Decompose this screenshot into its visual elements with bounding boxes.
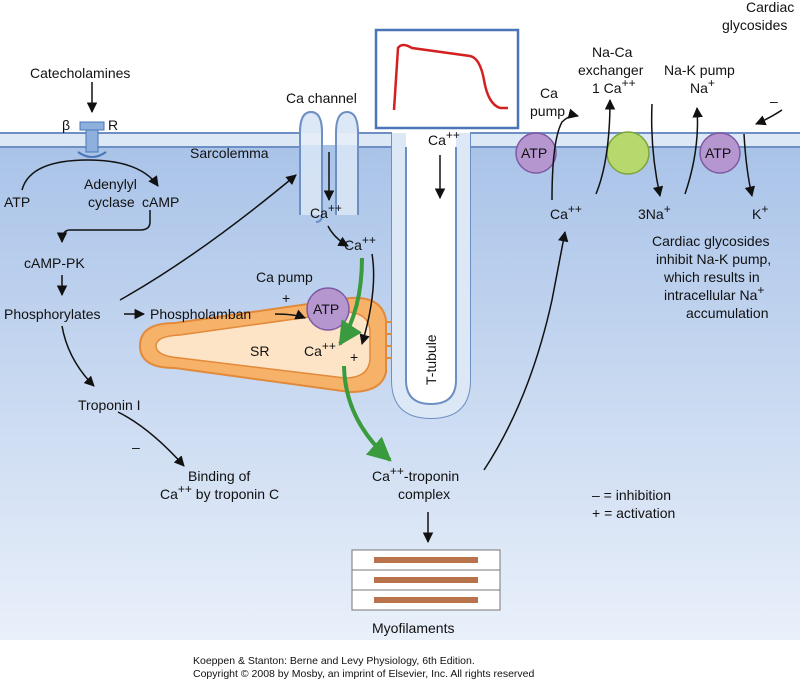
nak-atp-text: ATP [705,145,731,161]
cytosol-ca-label: Ca++ [344,233,376,253]
green-ca-arrows [338,257,392,462]
nak-label-1: Na-K pump [664,62,735,78]
three-na-label: 3Na+ [638,202,671,222]
legend-inhibition: – = inhibition [592,487,671,503]
ca-troponin-label: Ca++-troponin [372,464,459,484]
na-k-pump-atp [699,132,741,174]
cyclase-label: cyclase [88,194,135,210]
phospholamban-label: Phospholamban [150,306,251,322]
naca-label-1: Na-Ca [592,44,633,60]
sr-release-plus: + [350,349,358,365]
phospholamban-plus: + [282,290,290,306]
myofilaments-icon [351,549,501,611]
troponin-minus: – [132,439,140,455]
pm-ca-pump-label-1: Ca [540,85,558,101]
sr-ca-label: Ca++ [304,339,336,359]
catecholamines-label: Catecholamines [30,65,130,81]
troponin-i-label: Troponin I [78,397,141,413]
sr-label: SR [250,343,269,359]
binding-label-2: Ca++ by troponin C [160,482,279,502]
inhibit-text-4: intracellular Na+ [664,283,764,303]
complex-label: complex [398,486,450,502]
channel-ca-label: Ca++ [310,201,342,221]
pm-ca-pump-label-2: pump [530,103,565,119]
phosphorylates-label: Phosphorylates [4,306,101,322]
cardiac-glycosides-label-1: Cardiac [746,0,794,15]
na-ca-exchanger-icon [606,131,650,175]
ca-channel-label: Ca channel [286,90,357,106]
copyright-credit: Koeppen & Stanton: Berne and Levy Physio… [193,655,534,681]
nak-label-2: Na+ [690,76,715,96]
myofilaments-label: Myofilaments [372,620,454,636]
inhibit-text-1: Cardiac glycosides [652,233,770,249]
k-label: K+ [752,202,768,222]
inhibit-text-2: inhibit Na-K pump, [656,251,771,267]
camp-label: cAMP [142,194,179,210]
sr-ca-pump-atp [306,287,350,331]
camp-pk-label: cAMP-PK [24,255,85,271]
sr-ca-pump-label: Ca pump [256,269,313,285]
sarcolemma-ca-pump-atp [515,132,557,174]
naca-label-2: exchanger [578,62,644,78]
sarcolemma-label: Sarcolemma [190,145,269,161]
inhibit-text-3: which results in [663,269,760,285]
sr-atp-text: ATP [313,301,339,317]
legend-activation: + = activation [592,505,675,521]
naca-label-3: 1 Ca++ [592,76,636,96]
efflux-ca-label: Ca++ [550,202,582,222]
action-potential-inset [374,28,520,130]
beta-label: β [62,117,70,133]
inhibit-text-5: accumulation [686,305,769,321]
pm-atp-text: ATP [521,145,547,161]
ca-channel-shape [299,110,359,223]
signal-arrows [21,82,783,544]
atp-substrate-label: ATP [4,194,30,210]
ttubule-ca-label: Ca++ [428,128,460,148]
credit-line-1: Koeppen & Stanton: Berne and Levy Physio… [193,655,475,667]
receptor-label: R [108,117,118,133]
credit-line-2: Copyright © 2008 by Mosby, an imprint of… [193,668,535,680]
glycoside-minus: – [770,93,778,109]
t-tubule-label: T-tubule [423,334,439,385]
t-tubule-shape [391,133,471,420]
adenylyl-label: Adenylyl [84,176,137,192]
cytoplasm [0,145,800,640]
beta-receptor-icon [77,121,107,158]
cardiac-glycosides-label-2: glycosides [722,17,787,33]
binding-label-1: Binding of [188,468,250,484]
